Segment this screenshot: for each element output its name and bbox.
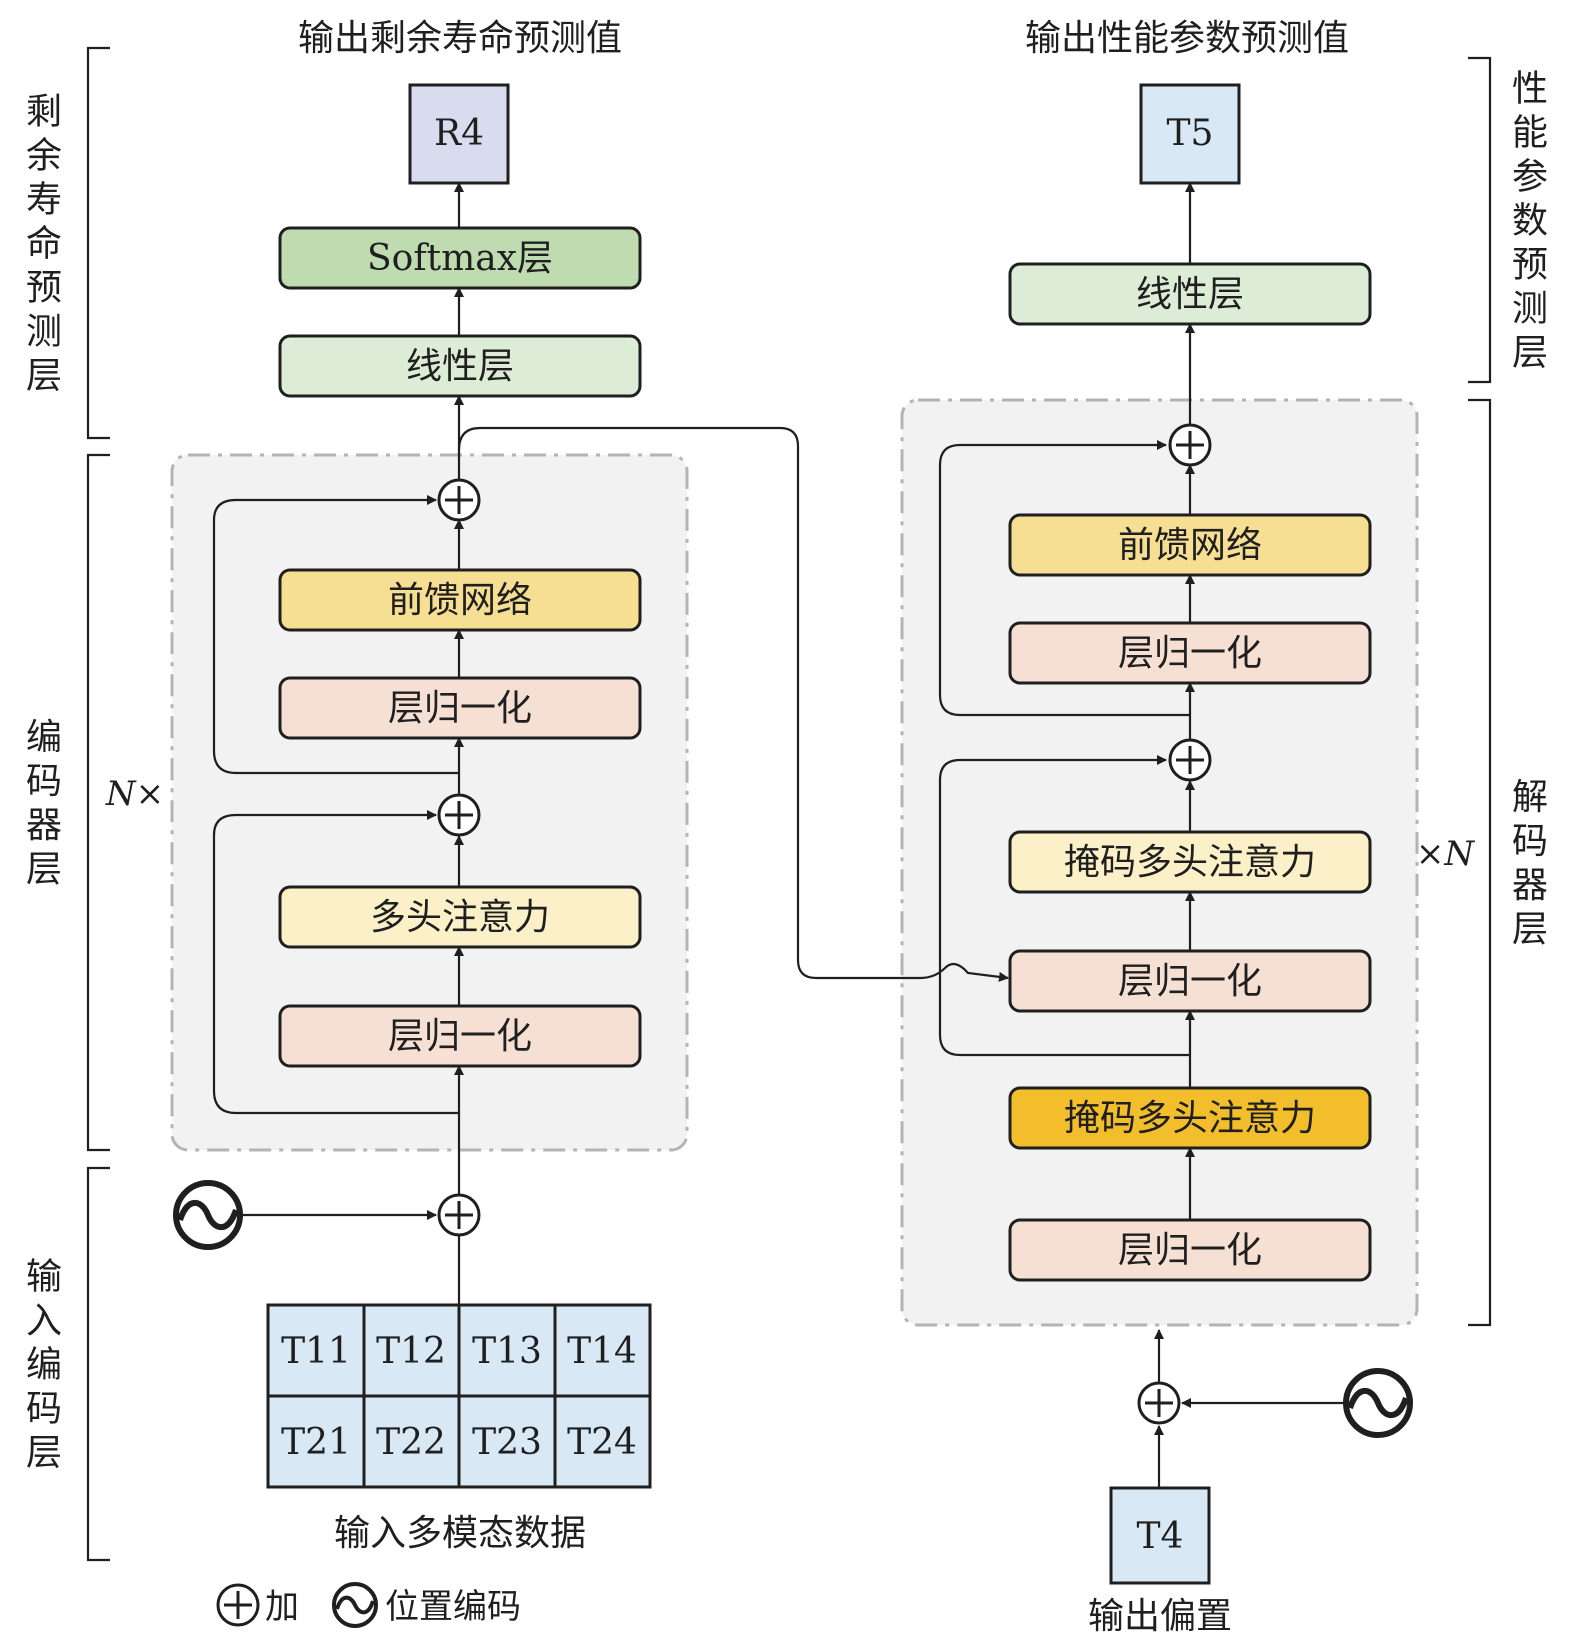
positional-encoding-icon xyxy=(173,1180,243,1250)
input-layer-label: 输入编码层 xyxy=(26,1256,62,1473)
pos-enc-legend-label: 位置编码 xyxy=(385,1587,521,1627)
r4-label: R4 xyxy=(434,113,484,154)
right-brackets xyxy=(1468,56,1492,1327)
encoder-flow-lines xyxy=(212,182,464,1305)
r4-output-box xyxy=(408,83,510,185)
rul-output-title: 输出剩余寿命预测值 xyxy=(298,18,622,59)
decoder-masked-mha2-label: 掩码多头注意力 xyxy=(1064,842,1316,883)
encoder-repeat-label: N× xyxy=(105,774,164,814)
decoder-norm2-label: 层归一化 xyxy=(1118,961,1262,1002)
input-cell-t21: T21 xyxy=(281,1422,351,1463)
t5-label: T5 xyxy=(1167,113,1214,154)
encoder-ffn-label: 前馈网络 xyxy=(388,580,532,621)
input-cell-t14: T14 xyxy=(567,1331,637,1372)
encoder-norm1-label: 层归一化 xyxy=(388,1016,532,1057)
decoder-ffn-label: 前馈网络 xyxy=(1118,525,1262,566)
left-brackets xyxy=(86,46,110,1562)
softmax-layer-label: Softmax层 xyxy=(367,238,553,279)
encoder-add-circle-2 xyxy=(437,478,481,522)
output-bias-add-circle xyxy=(1137,1381,1181,1425)
input-cell-t11: T11 xyxy=(281,1331,351,1372)
t4-input-box xyxy=(1109,1486,1211,1585)
t4-label: T4 xyxy=(1137,1516,1184,1557)
input-cell-t22: T22 xyxy=(376,1422,446,1463)
decoder-masked-mha1-label: 掩码多头注意力 xyxy=(1064,1098,1316,1139)
perf-output-title: 输出性能参数预测值 xyxy=(1025,18,1349,59)
decoder-layer-label: 解码器层 xyxy=(1512,777,1548,950)
output-bias-caption: 输出偏置 xyxy=(1088,1596,1232,1637)
perf-layer-label: 性能参数预测层 xyxy=(1512,68,1548,373)
decoder-norm1-label: 层归一化 xyxy=(1118,1230,1262,1271)
input-add-circle xyxy=(437,1193,481,1237)
encoder-norm2-label: 层归一化 xyxy=(388,688,532,729)
input-cell-t24: T24 xyxy=(567,1422,637,1463)
decoder-norm3-label: 层归一化 xyxy=(1118,633,1262,674)
right-linear-layer-label: 线性层 xyxy=(1136,274,1244,315)
decoder-repeat-label: ×N xyxy=(1416,834,1475,874)
left-linear-layer-label: 线性层 xyxy=(406,346,514,387)
add-legend-icon xyxy=(216,1583,260,1627)
encoder-add-circle-1 xyxy=(437,793,481,837)
pos-enc-legend-icon xyxy=(332,1582,378,1628)
encoder-mha-label: 多头注意力 xyxy=(370,897,550,938)
input-cell-t23: T23 xyxy=(472,1422,542,1463)
positional-encoding-icon-right xyxy=(1343,1368,1413,1438)
decoder-add-circle-2 xyxy=(1168,423,1212,467)
encoder-layer-label: 编码器层 xyxy=(26,717,62,890)
input-cell-t12: T12 xyxy=(376,1331,446,1372)
decoder-add-circle-1 xyxy=(1168,738,1212,782)
rul-layer-label: 剩余寿命预测层 xyxy=(26,91,62,396)
input-grid xyxy=(266,1303,652,1489)
decoder-flow-lines xyxy=(457,182,1195,1220)
input-cell-t13: T13 xyxy=(472,1331,542,1372)
add-legend-label: 加 xyxy=(265,1587,299,1627)
input-caption: 输入多模态数据 xyxy=(334,1513,586,1554)
t5-output-box xyxy=(1139,83,1241,185)
